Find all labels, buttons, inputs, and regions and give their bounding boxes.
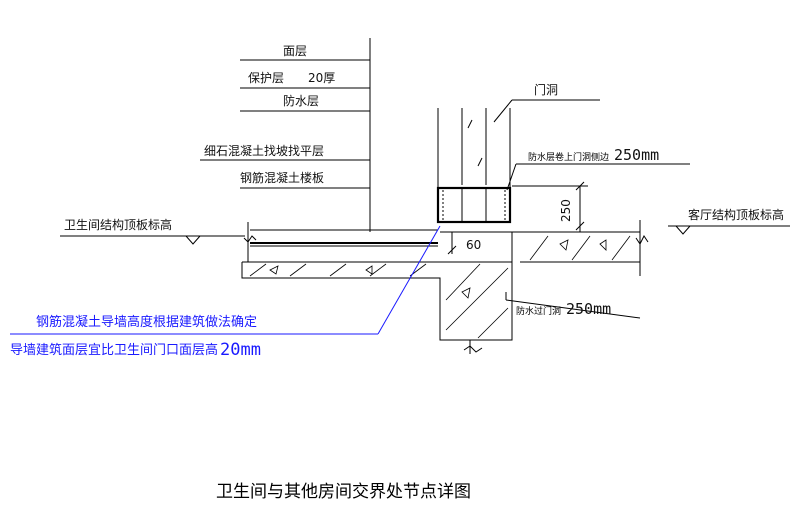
value-waterproof-through: 250mm <box>566 300 611 318</box>
blue-note: 钢筋混凝土导墙高度根据建筑做法确定 导墙建筑面层宜比卫生间门口面层高 20mm <box>10 225 441 360</box>
label-living-level: 客厅结构顶板标高 <box>688 207 784 222</box>
drawing-caption: 卫生间与其他房间交界处节点详图 <box>216 482 471 502</box>
waterproof-up-callout: 防水层卷上门洞侧边 250mm <box>506 146 690 191</box>
aggregate-5 <box>599 239 607 251</box>
upturned-waterproof-block <box>436 186 512 224</box>
label-door-opening: 门洞 <box>534 82 558 97</box>
wall-tick-1 <box>467 119 473 129</box>
value-waterproof-up: 250mm <box>614 146 659 164</box>
hatch-6 <box>445 263 481 301</box>
label-protect: 保护层 <box>248 71 284 85</box>
label-waterproof-through: 防水过门洞 <box>516 305 561 317</box>
layer-leader-stack: 面层 保护层 20厚 防水层 细石混凝土找坡找平层 钢筋混凝土楼板 <box>200 38 371 232</box>
hatch-2 <box>289 263 307 277</box>
aggregate-4 <box>559 239 569 251</box>
hatch-9 <box>529 235 549 261</box>
label-slab: 钢筋混凝土楼板 <box>240 170 324 185</box>
label-bathroom-level: 卫生间结构顶板标高 <box>64 217 172 232</box>
break-mark-right <box>635 235 649 245</box>
aggregate-1 <box>269 265 279 275</box>
hatch-1 <box>249 263 267 277</box>
note-line-2: 导墙建筑面层宜比卫生间门口面层高 <box>10 342 218 358</box>
bath-level-triangle <box>185 235 201 245</box>
upstand-outline <box>440 231 513 263</box>
note-line-2-value: 20mm <box>220 340 261 360</box>
dim-250-vertical: 250 <box>512 181 588 232</box>
note-line-1: 钢筋混凝土导墙高度根据建筑做法确定 <box>36 314 257 330</box>
turnup-leader-d <box>506 163 517 191</box>
slab-outline-right <box>512 231 641 263</box>
hatch-11 <box>611 235 631 261</box>
door-wall <box>436 108 512 224</box>
dim-60: 60 <box>447 232 481 255</box>
break-mark-left <box>243 235 257 243</box>
break-mark-bottom <box>463 345 483 353</box>
through-leader <box>505 299 641 319</box>
dim-250-text: 250 <box>559 199 573 222</box>
bathroom-floor-layers <box>242 222 444 263</box>
aggregate-3 <box>461 287 471 299</box>
slab-outline-left <box>241 262 513 341</box>
hatch-4 <box>369 263 387 277</box>
concrete-structure <box>241 220 649 354</box>
label-waterproof: 防水层 <box>283 93 319 108</box>
living-level-marker: 客厅结构顶板标高 <box>668 207 790 235</box>
dim-250-tick-bot <box>575 221 585 231</box>
hatch-10 <box>571 235 591 261</box>
label-surface: 面层 <box>283 44 307 58</box>
label-screed: 细石混凝土找坡找平层 <box>204 143 324 158</box>
dim-60-text: 60 <box>466 238 481 252</box>
concrete-hatch <box>249 235 631 339</box>
hatch-3 <box>329 263 347 277</box>
aggregate-2 <box>365 265 373 275</box>
waterproof-through-callout: 防水过门洞 250mm <box>505 292 641 319</box>
hatch-7 <box>445 267 509 331</box>
door-leader-d <box>493 99 513 123</box>
wall-tick-2 <box>477 157 483 167</box>
bathroom-level-marker: 卫生间结构顶板标高 <box>60 217 245 245</box>
living-level-triangle <box>675 225 691 235</box>
note-leader-diag <box>377 225 441 335</box>
label-protect-thickness: 20厚 <box>308 71 335 85</box>
label-waterproof-up: 防水层卷上门洞侧边 <box>528 151 609 163</box>
dim-60-tick <box>447 245 457 255</box>
hatch-8 <box>477 307 509 339</box>
door-opening-callout: 门洞 <box>493 82 600 123</box>
